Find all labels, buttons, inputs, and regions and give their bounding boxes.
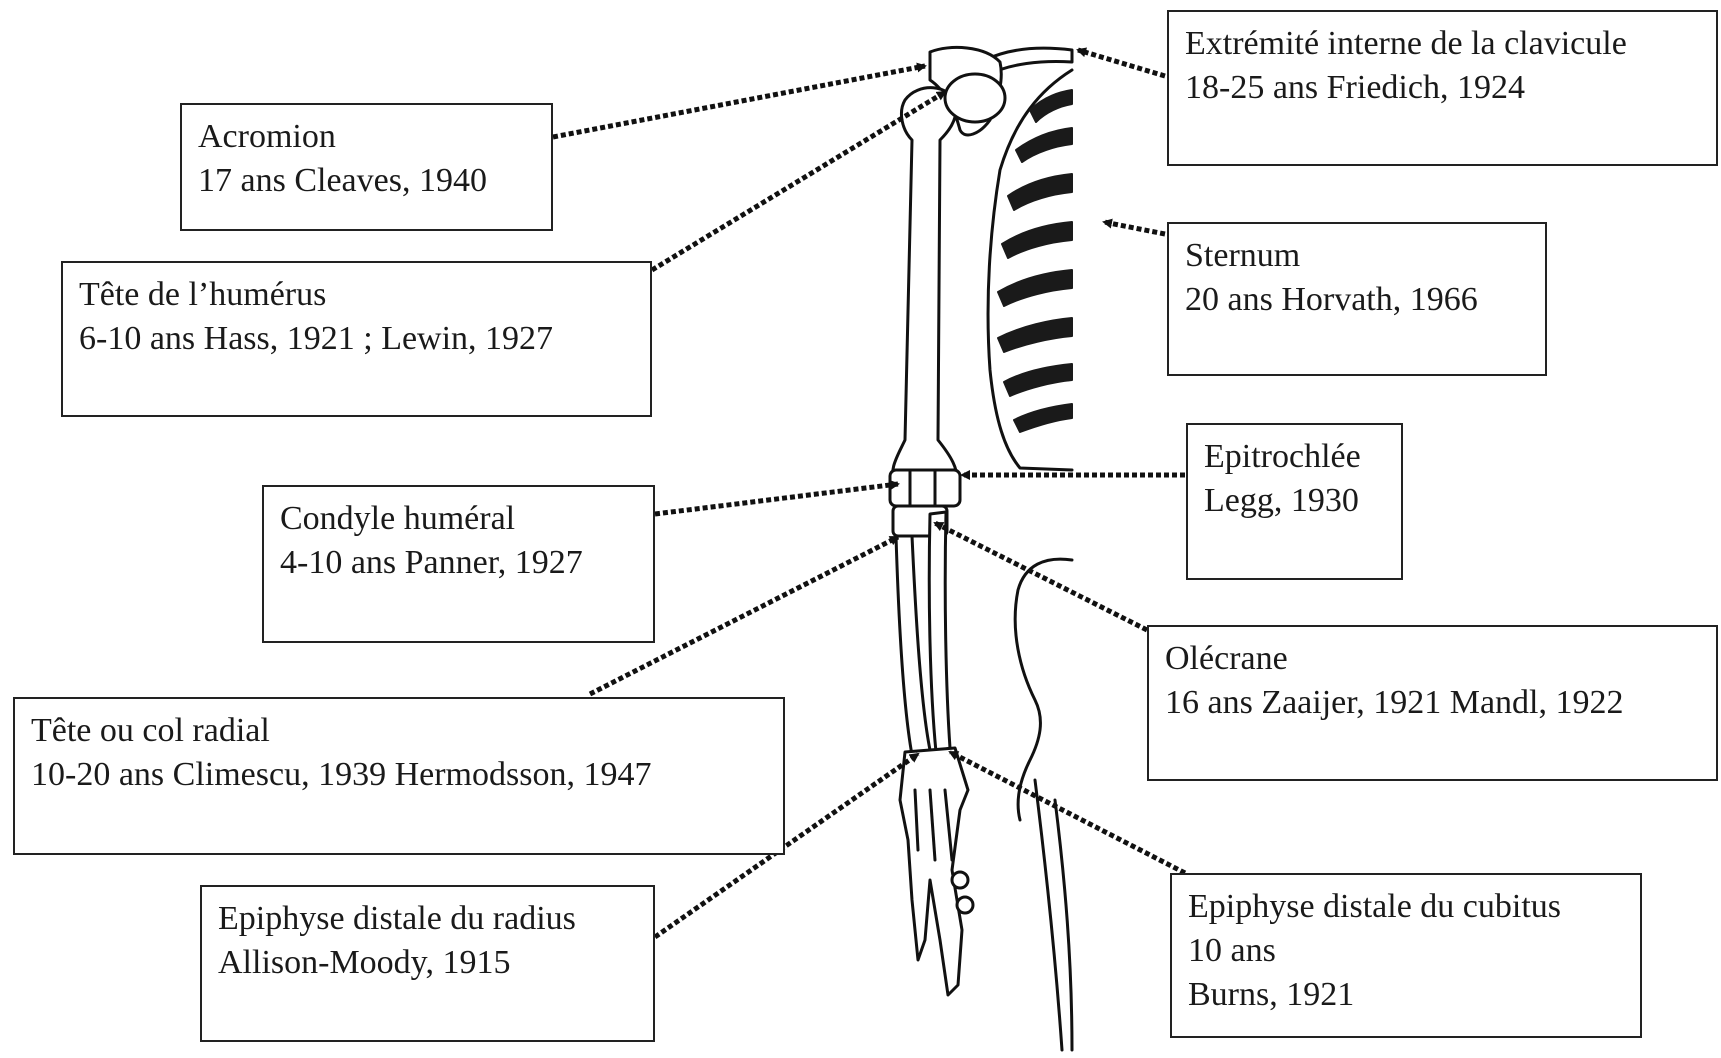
- pelvis-bone: [1015, 559, 1072, 820]
- label-condyle-humeral: Condyle huméral 4-10 ans Panner, 1927: [262, 485, 655, 643]
- arrow-acromion: [553, 66, 925, 137]
- label-detail: Allison-Moody, 1915: [218, 941, 637, 985]
- label-acromion: Acromion 17 ans Cleaves, 1940: [180, 103, 553, 231]
- label-detail: 10-20 ans Climescu, 1939 Hermodsson, 194…: [31, 753, 767, 797]
- label-epiphyse-radius: Epiphyse distale du radius Allison-Moody…: [200, 885, 655, 1042]
- label-detail: 17 ans Cleaves, 1940: [198, 159, 535, 203]
- label-title: Tête de l’humérus: [79, 273, 634, 317]
- label-sternum: Sternum 20 ans Horvath, 1966: [1167, 222, 1547, 376]
- arrow-tete-humerus: [652, 92, 945, 270]
- ulna-bone: [929, 512, 950, 752]
- label-title: Epiphyse distale du radius: [218, 897, 637, 941]
- arrow-condyle: [655, 484, 898, 514]
- label-detail: 18-25 ans Friedich, 1924: [1185, 66, 1700, 110]
- label-epiphyse-cubitus: Epiphyse distale du cubitus 10 ans Burns…: [1170, 873, 1642, 1038]
- radius-bone: [896, 536, 930, 755]
- arrow-sternum: [1104, 222, 1165, 234]
- label-olecrane: Olécrane 16 ans Zaaijer, 1921 Mandl, 192…: [1147, 625, 1718, 781]
- arrow-olecrane: [935, 523, 1147, 630]
- label-tete-col-radial: Tête ou col radial 10-20 ans Climescu, 1…: [13, 697, 785, 855]
- label-detail: Legg, 1930: [1204, 479, 1385, 523]
- label-clavicule: Extrémité interne de la clavicule 18-25 …: [1167, 10, 1718, 166]
- label-epitrochlee: Epitrochlée Legg, 1930: [1186, 423, 1403, 580]
- label-title: Tête ou col radial: [31, 709, 767, 753]
- label-detail: 16 ans Zaaijer, 1921 Mandl, 1922: [1165, 681, 1700, 725]
- label-detail: 4-10 ans Panner, 1927: [280, 541, 637, 585]
- label-title: Epitrochlée: [1204, 435, 1385, 479]
- label-detail: 10 ans: [1188, 929, 1624, 973]
- label-title: Olécrane: [1165, 637, 1700, 681]
- label-title: Sternum: [1185, 234, 1529, 278]
- humeral-head: [945, 74, 1005, 122]
- label-detail: 20 ans Horvath, 1966: [1185, 278, 1529, 322]
- arrow-clavicule: [1078, 50, 1165, 76]
- label-detail: 6-10 ans Hass, 1921 ; Lewin, 1927: [79, 317, 634, 361]
- label-title: Epiphyse distale du cubitus: [1188, 885, 1624, 929]
- humerus-bone: [893, 88, 957, 484]
- label-tete-humerus: Tête de l’humérus 6-10 ans Hass, 1921 ; …: [61, 261, 652, 417]
- label-detail-2: Burns, 1921: [1188, 973, 1624, 1017]
- label-title: Acromion: [198, 115, 535, 159]
- label-title: Extrémité interne de la clavicule: [1185, 22, 1700, 66]
- elbow-joint: [890, 470, 960, 506]
- label-title: Condyle huméral: [280, 497, 637, 541]
